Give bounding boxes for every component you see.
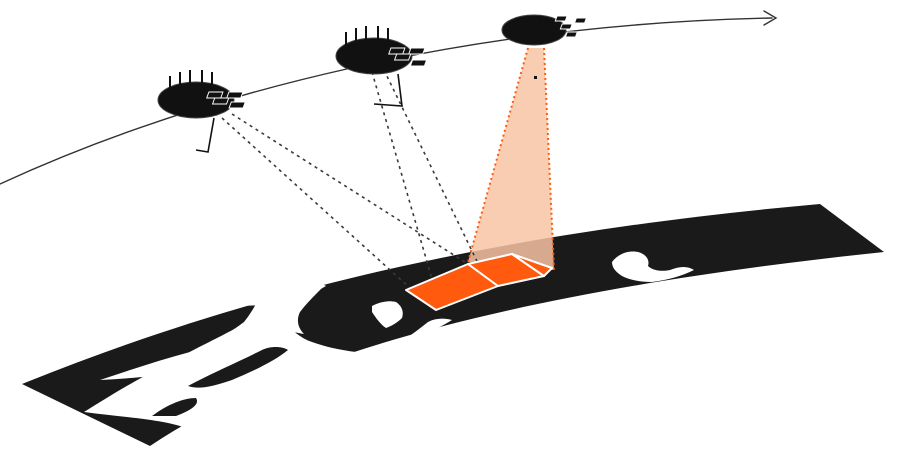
satellite-body — [157, 81, 235, 119]
antenna-icon — [345, 26, 389, 52]
antenna-icon — [169, 70, 213, 96]
boom-arm — [373, 73, 403, 107]
sightline-sat2-b — [383, 69, 491, 289]
land-mass-central — [100, 283, 322, 380]
boom-arm — [195, 117, 215, 153]
land-mass-east-coast — [372, 301, 403, 328]
satellite-body — [501, 14, 567, 46]
solar-panel-icon — [388, 47, 428, 67]
earth-surface — [22, 204, 884, 446]
land-mass-south — [84, 300, 452, 430]
land-mass-north — [234, 282, 326, 306]
satellite-icon — [501, 14, 588, 79]
beam-edge-right — [543, 47, 555, 271]
arrow-head-icon — [763, 10, 778, 26]
beam-edge-left — [467, 47, 529, 263]
sightline-sat1-a — [221, 117, 411, 289]
sight-lines — [221, 69, 491, 289]
satellite-icon — [157, 70, 246, 153]
footprint-cell-3 — [511, 253, 553, 277]
satellite-icon — [335, 26, 428, 107]
sightline-sat2-a — [371, 71, 435, 287]
sightline-sat1-b — [231, 113, 469, 265]
island-east — [612, 251, 694, 282]
sensor-marker — [534, 76, 537, 79]
dark-lake-1 — [152, 398, 198, 416]
solar-panel-icon — [554, 15, 588, 38]
nadir-beam — [467, 47, 555, 271]
beam-cone — [468, 48, 554, 270]
dark-lake-2 — [188, 347, 288, 388]
ground-footprint — [405, 253, 553, 311]
solar-panel-icon — [206, 91, 246, 109]
